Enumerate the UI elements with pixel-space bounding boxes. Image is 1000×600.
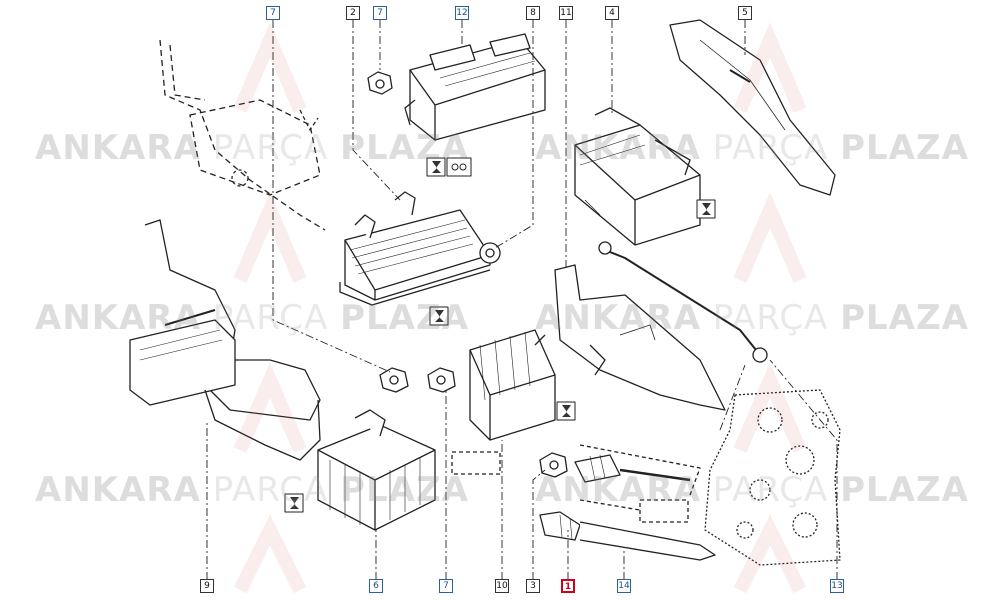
callout-7[interactable]: 7 — [266, 6, 280, 20]
callout-13[interactable]: 13 — [830, 579, 844, 593]
glow-plug-14 — [539, 511, 716, 561]
callout-8[interactable]: 8 — [526, 6, 540, 20]
nut-8 — [479, 242, 501, 264]
callout-11[interactable]: 11 — [559, 6, 573, 20]
reference-box — [451, 451, 501, 475]
relay-module-10 — [469, 329, 556, 441]
logo-watermark — [233, 22, 807, 594]
manual-icon — [556, 401, 576, 421]
callout-3[interactable]: 3 — [526, 579, 540, 593]
nut-7-top — [367, 71, 393, 95]
manual-icon — [426, 157, 446, 177]
relay-box-4 — [574, 107, 701, 246]
leader-lines — [206, 20, 838, 580]
bulb-icon — [446, 157, 472, 177]
callout-14[interactable]: 14 — [617, 579, 631, 593]
callout-2[interactable]: 2 — [346, 6, 360, 20]
callout-6[interactable]: 6 — [369, 579, 383, 593]
bracket-5 — [669, 19, 836, 196]
callout-4[interactable]: 4 — [605, 6, 619, 20]
ground-strap — [598, 241, 768, 363]
bracket-11 — [554, 264, 726, 411]
callout-7[interactable]: 7 — [373, 6, 387, 20]
nut-7-bottom — [427, 367, 456, 393]
mounting-bracket-top — [159, 39, 326, 231]
control-module-12 — [404, 33, 546, 141]
engine-block — [704, 389, 841, 566]
callout-5[interactable]: 5 — [738, 6, 752, 20]
manual-icon — [429, 306, 449, 326]
callout-7[interactable]: 7 — [439, 579, 453, 593]
manual-icon — [284, 493, 304, 513]
nut-3 — [539, 452, 568, 478]
callout-10[interactable]: 10 — [495, 579, 509, 593]
callout-12[interactable]: 12 — [455, 6, 469, 20]
reference-box — [639, 499, 689, 523]
nut-7-center — [379, 367, 409, 393]
relay-module-6 — [317, 409, 436, 531]
manual-icon — [696, 199, 716, 219]
callout-9[interactable]: 9 — [200, 579, 214, 593]
callout-1[interactable]: 1 — [561, 579, 575, 593]
glow-plug-1 — [574, 454, 691, 483]
bracket-9 — [129, 219, 321, 461]
relay-box-2 — [339, 191, 491, 306]
